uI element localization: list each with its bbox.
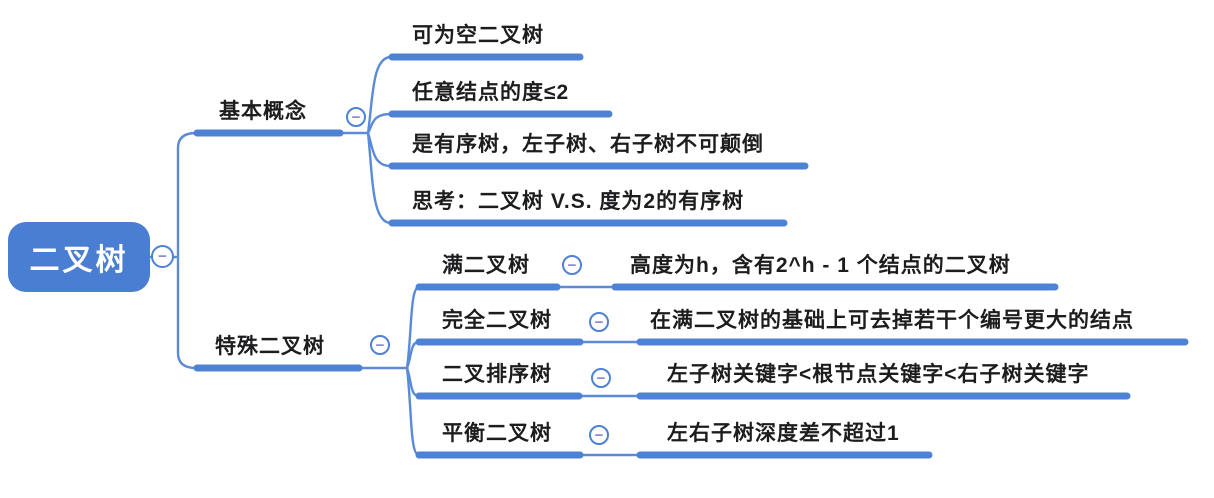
branch-special-trees[interactable]: 特殊二叉树 (215, 335, 325, 358)
collapse-button-complete-binary-tree[interactable]: − (589, 312, 609, 332)
collapse-button-binary-search-tree[interactable]: − (591, 368, 611, 388)
topic-balanced-binary-tree[interactable]: 平衡二叉树 (442, 422, 552, 445)
detail-binary-search-tree[interactable]: 左子树关键字<根节点关键字<右子树关键字 (667, 363, 1090, 386)
collapse-button-full-binary-tree[interactable]: − (562, 255, 582, 275)
topic-degree-le-2[interactable]: 任意结点的度≤2 (412, 81, 570, 104)
topic-binary-search-tree[interactable]: 二叉排序树 (442, 363, 552, 386)
detail-full-binary-tree[interactable]: 高度为h，含有2^h - 1 个结点的二叉树 (630, 254, 1011, 277)
branch-basic-concepts[interactable]: 基本概念 (219, 100, 307, 123)
collapse-button-basic-concepts[interactable]: − (346, 107, 366, 127)
collapse-button-balanced-binary-tree[interactable]: − (589, 425, 609, 445)
topic-can-be-empty[interactable]: 可为空二叉树 (412, 24, 544, 47)
topic-underlines (193, 53, 1189, 459)
topic-complete-binary-tree[interactable]: 完全二叉树 (442, 309, 552, 332)
detail-complete-binary-tree[interactable]: 在满二叉树的基础上可去掉若干个编号更大的结点 (650, 309, 1134, 332)
detail-balanced-binary-tree[interactable]: 左右子树深度差不超过1 (667, 422, 900, 445)
collapse-button-special-trees[interactable]: − (370, 335, 390, 355)
topic-ordered-tree[interactable]: 是有序树，左子树、右子树不可颠倒 (412, 133, 764, 156)
root-topic[interactable]: 二叉树 (8, 222, 150, 292)
collapse-button-root[interactable]: − (151, 245, 174, 268)
thin-connector-lines (148, 55, 640, 457)
topic-full-binary-tree[interactable]: 满二叉树 (442, 254, 530, 277)
topic-thinking-vs[interactable]: 思考：二叉树 V.S. 度为2的有序树 (412, 190, 745, 213)
